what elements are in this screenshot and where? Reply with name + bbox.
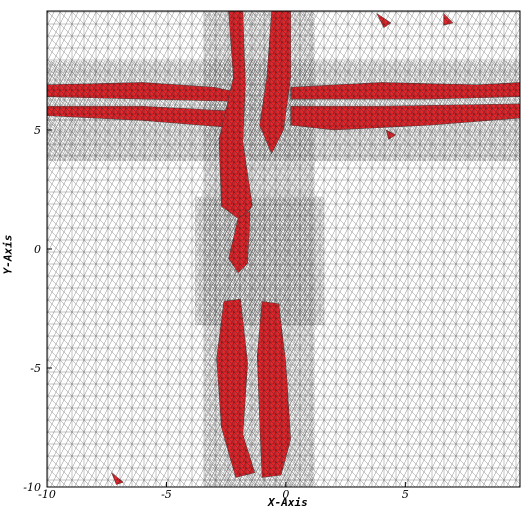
y-tick-label: -5 <box>30 362 41 375</box>
mesh-area <box>47 11 520 487</box>
red-stray-triangle <box>443 12 454 26</box>
mesh-refined-zone <box>195 196 325 326</box>
red-band-upper-right <box>290 82 520 100</box>
red-stray-triangle <box>385 129 397 140</box>
y-tick-label: -10 <box>23 481 41 494</box>
x-tick-label: 5 <box>402 488 409 501</box>
red-bar-lower-right <box>256 301 291 478</box>
red-bar-lower-left <box>216 298 256 478</box>
red-band-lower-right <box>290 103 520 131</box>
y-axis-title: Y-Axis <box>1 234 15 275</box>
red-bar-mid <box>228 210 251 274</box>
x-axis-title: X-Axis <box>268 496 308 509</box>
x-tick-label: -5 <box>161 488 172 501</box>
red-stray-triangle <box>376 12 392 28</box>
y-tick-label: 0 <box>34 243 41 256</box>
y-tick-label: 5 <box>34 124 41 137</box>
x-tick-label: -10 <box>38 488 56 501</box>
red-bar-upper-right <box>259 11 291 155</box>
x-tick-label: 0 <box>282 488 289 501</box>
axes-layer: -10 -5 0 5 5 0 -5 -10 <box>23 10 521 501</box>
red-stray-triangle <box>111 472 124 485</box>
